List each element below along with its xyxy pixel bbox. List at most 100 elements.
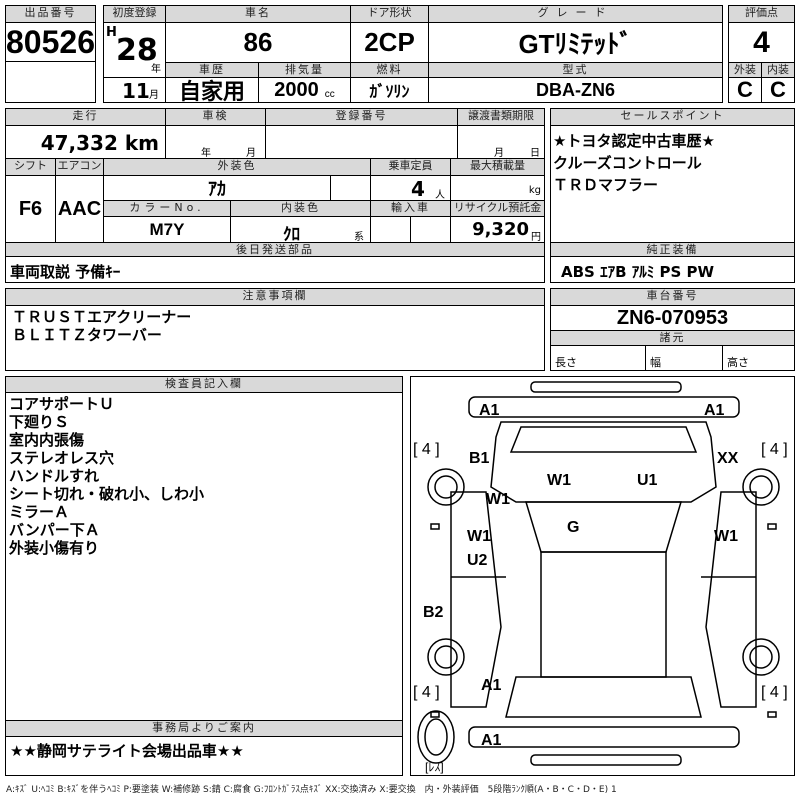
grade: GTﾘﾐﾃｯﾄﾞ xyxy=(428,22,723,63)
damage-mark: U1 xyxy=(637,472,658,489)
lot-number: 80526 xyxy=(5,22,96,62)
ac: AAC xyxy=(55,175,104,243)
inspection-year-unit: 年 xyxy=(201,148,211,159)
later-parts-cell: 車両取説 予備ｷｰ xyxy=(5,256,545,283)
transfer-cell: 月日 xyxy=(457,125,545,159)
notes: ＴＲＵＳＴエアクリーナー ＢＬＩＴＺタワーバー xyxy=(5,305,545,371)
inspector-item: ミラーＡ xyxy=(9,503,70,521)
equipment-label: 純正装備 xyxy=(550,242,795,257)
ext-score: C xyxy=(728,77,762,103)
height-label: 高さ xyxy=(727,356,749,369)
lot-label: 出品番号 xyxy=(5,5,96,23)
equipment: ABS ｴｱB ｱﾙﾐ PS PW xyxy=(561,263,715,281)
inspection-label: 車検 xyxy=(165,108,266,126)
import-cell-1 xyxy=(370,216,411,243)
inspector-item: 室内内張傷 xyxy=(9,431,85,449)
spare-tire-mark: [ﾚｽ] xyxy=(425,760,444,774)
office-label: 事務局よりご案内 xyxy=(5,720,403,737)
damage-mark: B2 xyxy=(423,604,444,621)
ext-score-label: 外装 xyxy=(728,62,762,78)
era: H xyxy=(106,25,117,40)
transfer-label: 譲渡書類期限 xyxy=(457,108,545,126)
damage-mark: W1 xyxy=(547,472,571,489)
legend: A:ｷｽﾞ U:ﾍｺﾐ B:ｷｽﾞを伴うﾍｺﾐ P:要塗装 W:補修跡 S:錆 … xyxy=(6,785,617,795)
damage-mark: W1 xyxy=(486,491,510,508)
inspector-item: 外装小傷有り xyxy=(9,539,100,557)
history: 自家用 xyxy=(165,77,259,104)
tire-depth: [ 4 ] xyxy=(761,441,788,458)
car-name-label: 車名 xyxy=(165,5,351,23)
import-cell-2 xyxy=(410,216,451,243)
damage-mark: U2 xyxy=(467,552,488,569)
damage-mark: W1 xyxy=(714,528,738,545)
score: 4 xyxy=(728,22,795,63)
displacement-unit: cc xyxy=(324,88,335,100)
int-color-cell: ｸﾛ 系 xyxy=(230,216,371,245)
inspector-item: 下廻りＳ xyxy=(9,413,70,431)
int-score-label: 内装 xyxy=(761,62,795,78)
inspector-item: バンパー下Ａ xyxy=(9,521,100,539)
car-outline xyxy=(417,381,780,766)
later-parts-label: 後日発送部品 xyxy=(5,242,545,257)
inspector-item: ステレオレス穴 xyxy=(9,449,115,467)
damage-mark: A1 xyxy=(481,677,502,694)
sales-point: ★トヨタ認定中古車歴★ xyxy=(553,132,715,150)
inspector-item: シート切れ・破れ小、しわ小 xyxy=(9,485,205,503)
displacement: 2000 xyxy=(274,78,319,101)
length-cell: 長さ xyxy=(550,345,646,371)
damage-diagram: A1 A1 [ 4 ] [ 4 ] B1 XX W1 U1 W1 G W1 W1… xyxy=(410,376,795,776)
chassis-number: ZN6-070953 xyxy=(550,305,795,331)
length-label: 長さ xyxy=(555,356,577,369)
inspector-label: 検査員記入欄 xyxy=(5,376,403,393)
note-item: ＴＲＵＳＴエアクリーナー xyxy=(12,308,192,326)
office-cell: ★★静岡サテライト会場出品車★★ xyxy=(5,736,403,776)
reg-year: 28 xyxy=(116,33,158,68)
fuel: ｶﾞｿﾘﾝ xyxy=(350,77,429,103)
office-notice: ★★静岡サテライト会場出品車★★ xyxy=(10,742,244,760)
recycle-fee: 9,320 xyxy=(472,219,529,240)
first-reg-year-cell: H 28 年 xyxy=(103,22,166,78)
tire-depth: [ 4 ] xyxy=(413,441,440,458)
door-label: ドア形状 xyxy=(350,5,429,23)
height-cell: 高さ xyxy=(722,345,795,371)
damage-mark: G xyxy=(567,519,580,536)
recycle-label: リサイクル預託金 xyxy=(450,200,545,217)
car-name: 86 xyxy=(165,22,351,63)
int-score: C xyxy=(761,77,795,103)
notes-label: 注意事項欄 xyxy=(5,288,545,306)
max-load-label: 最大積載量 xyxy=(450,158,545,176)
capacity-unit: 人 xyxy=(435,190,445,201)
shift-label: シフト xyxy=(5,158,56,176)
mileage-cell: 47,332 km xyxy=(5,125,166,159)
first-reg-label: 初度登録 xyxy=(103,5,166,23)
capacity: 4 xyxy=(411,177,425,201)
model-code: DBA-ZN6 xyxy=(428,77,723,103)
color-no: M7Y xyxy=(103,216,231,243)
inspector-notes: コアサポートＵ 下廻りＳ 室内内張傷 ステレオレス穴 ハンドルすれ シート切れ・… xyxy=(5,392,403,721)
displacement-label: 排気量 xyxy=(258,62,351,78)
door-type: 2CP xyxy=(350,22,429,63)
int-color: ｸﾛ xyxy=(283,225,300,245)
int-color-label: 内装色 xyxy=(230,200,371,217)
sales-points: ★トヨタ認定中古車歴★ クルーズコントロール ＴＲＤマフラー xyxy=(550,125,795,243)
mileage: 47,332 xyxy=(40,131,118,155)
tire-depth: [ 4 ] xyxy=(761,684,788,701)
sales-point: ＴＲＤマフラー xyxy=(553,176,659,194)
lot-blank xyxy=(5,61,96,103)
ext-color-extra xyxy=(330,175,371,201)
capacity-label: 乗車定員 xyxy=(370,158,451,176)
reg-month: 11 xyxy=(122,79,150,103)
month-unit: 月 xyxy=(149,90,159,101)
inspection-month-unit: 月 xyxy=(246,148,256,159)
later-parts: 車両取説 予備ｷｰ xyxy=(10,263,121,281)
reg-no-cell xyxy=(265,125,458,159)
width-label: 幅 xyxy=(650,356,661,369)
max-load-unit: kg xyxy=(528,185,541,196)
reg-no-label: 登録番号 xyxy=(265,108,458,126)
int-color-suffix: 系 xyxy=(354,232,364,243)
damage-mark: A1 xyxy=(479,402,500,419)
ext-color-label: 外装色 xyxy=(103,158,371,176)
damage-mark: A1 xyxy=(704,402,725,419)
